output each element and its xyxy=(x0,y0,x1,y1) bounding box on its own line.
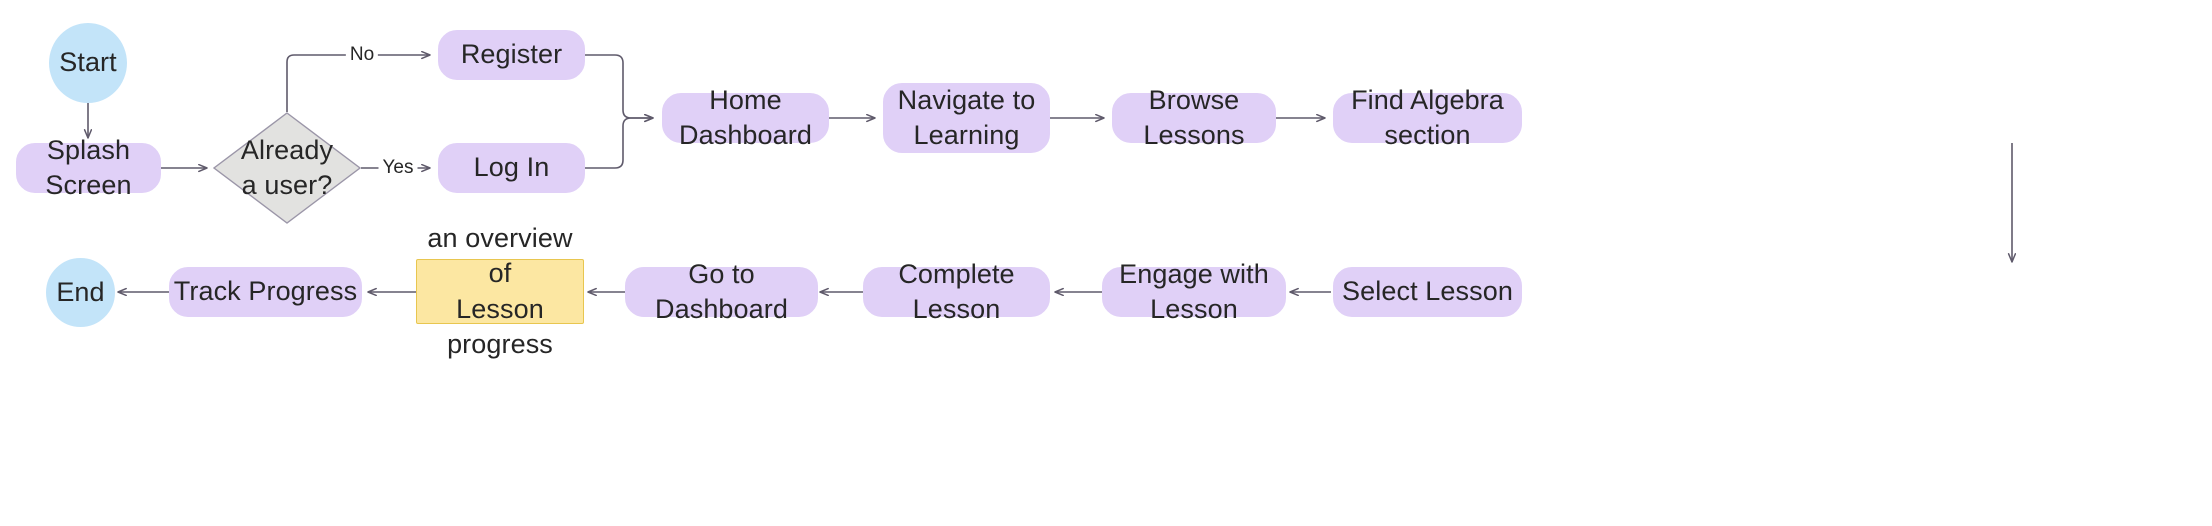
node-navigate-to-learning-label: Navigate to Learning xyxy=(897,84,1036,150)
node-track-progress[interactable]: Track Progress xyxy=(169,267,362,317)
node-log-in[interactable]: Log In xyxy=(438,143,585,193)
node-already-a-user-decision[interactable]: Already a user? xyxy=(213,112,361,224)
node-browse-lessons-label: Browse Lessons xyxy=(1143,84,1245,150)
node-home-dashboard-label: Home Dashboard xyxy=(679,84,812,150)
node-find-algebra-section-label: Find Algebra section xyxy=(1351,84,1504,150)
node-start[interactable]: Start xyxy=(49,23,127,103)
node-lesson-progress-overview[interactable]: an overview of Lesson progress xyxy=(416,223,584,359)
node-find-algebra-section[interactable]: Find Algebra section xyxy=(1333,85,1522,150)
node-select-lesson-label: Select Lesson xyxy=(1342,276,1513,307)
node-browse-lessons[interactable]: Browse Lessons xyxy=(1112,85,1276,150)
node-lesson-progress-overview-label: an overview of Lesson progress xyxy=(427,223,573,359)
node-go-to-dashboard-label: Go to Dashboard xyxy=(655,258,788,324)
node-engage-with-lesson-label: Engage with Lesson xyxy=(1119,258,1269,324)
node-register-label: Register xyxy=(460,39,563,70)
node-register[interactable]: Register xyxy=(438,30,585,80)
node-complete-lesson[interactable]: Complete Lesson xyxy=(863,259,1050,324)
edge-label-no: No xyxy=(345,44,379,66)
node-engage-with-lesson[interactable]: Engage with Lesson xyxy=(1102,259,1286,324)
node-complete-lesson-label: Complete Lesson xyxy=(898,258,1015,324)
node-go-to-dashboard[interactable]: Go to Dashboard xyxy=(625,259,818,324)
node-end[interactable]: End xyxy=(46,258,115,327)
node-start-label: Start xyxy=(59,47,117,78)
edge-label-yes: Yes xyxy=(378,157,418,179)
node-log-in-label: Log In xyxy=(473,152,550,183)
node-home-dashboard[interactable]: Home Dashboard xyxy=(662,85,829,150)
edge-login-homedash xyxy=(585,118,653,169)
edge-register-homedash xyxy=(585,54,653,118)
edge-decision-register xyxy=(286,55,430,112)
node-track-progress-label: Track Progress xyxy=(173,276,358,307)
node-splash-screen[interactable]: Splash Screen xyxy=(16,135,161,200)
node-end-label: End xyxy=(56,276,105,307)
node-navigate-to-learning[interactable]: Navigate to Learning xyxy=(883,83,1050,153)
diamond-shape-icon xyxy=(213,112,361,224)
node-already-a-user-decision-label: Already a user? xyxy=(240,134,334,200)
node-select-lesson[interactable]: Select Lesson xyxy=(1333,267,1522,317)
node-splash-screen-label: Splash Screen xyxy=(45,134,132,200)
